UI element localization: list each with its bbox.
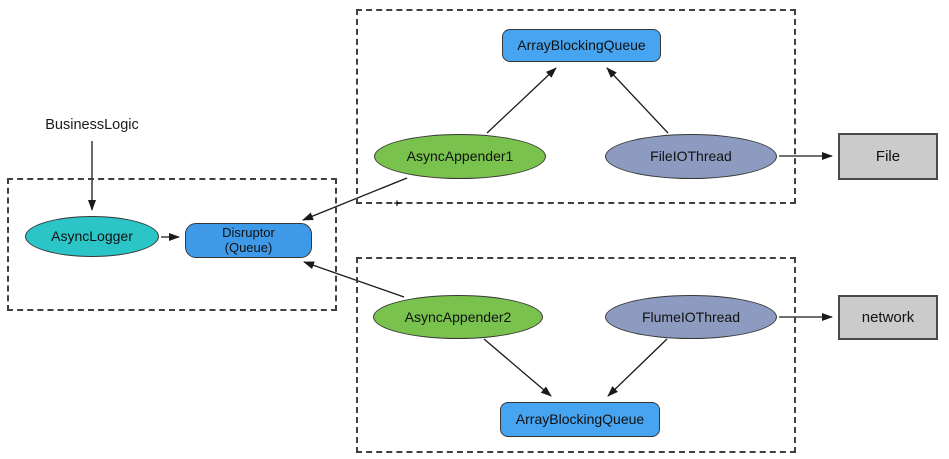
node-async-logger: AsyncLogger (25, 216, 159, 257)
node-array-blocking-queue-top: ArrayBlockingQueue (502, 29, 661, 62)
node-array-blocking-queue-bottom: ArrayBlockingQueue (500, 402, 660, 437)
node-network: network (838, 295, 938, 340)
node-async-appender1: AsyncAppender1 (374, 134, 546, 179)
business-logic-label: BusinessLogic (45, 117, 139, 133)
file-appender-group-box (356, 9, 796, 204)
node-async-appender2: AsyncAppender2 (373, 295, 543, 339)
node-disruptor-queue: Disruptor (Queue) (185, 223, 312, 258)
flume-appender-group-box (356, 257, 796, 453)
node-file: File (838, 133, 938, 180)
logger-group-box (7, 178, 337, 311)
node-file-io-thread: FileIOThread (605, 134, 777, 179)
node-flume-io-thread: FlumeIOThread (605, 295, 777, 339)
plus-marker: + (393, 198, 401, 210)
